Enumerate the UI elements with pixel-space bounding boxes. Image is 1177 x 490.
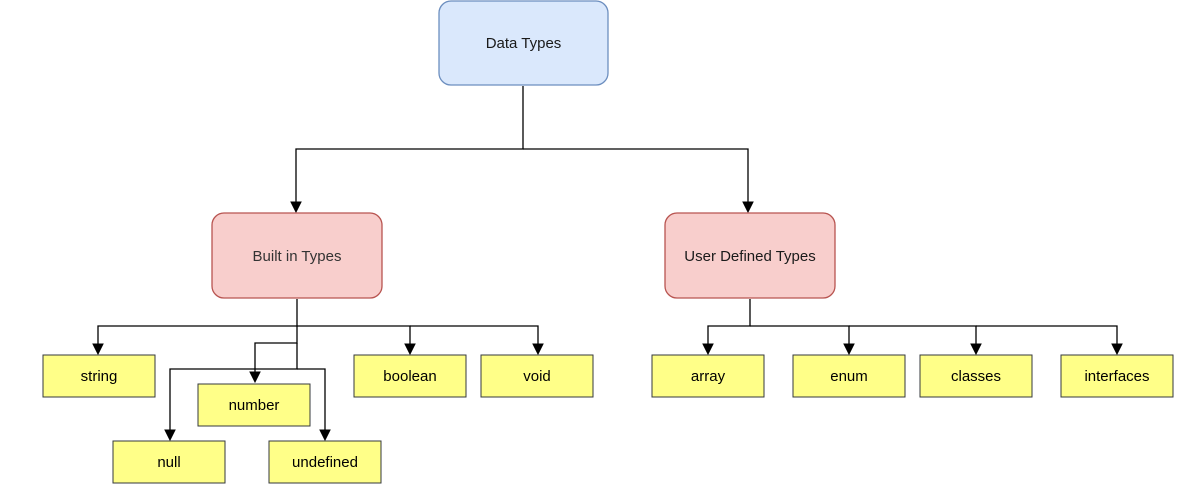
leaf-node-number-box [197, 383, 311, 427]
edge-user-defined-to-interfaces [976, 325, 1118, 344]
leaf-node-undefined-label: undefined [292, 454, 358, 471]
leaf-node-array: array [651, 354, 765, 398]
leaf-node-interfaces-label: interfaces [1084, 368, 1149, 385]
arrowhead-string [92, 343, 104, 356]
arrowhead-array [702, 343, 714, 356]
leaf-node-enum-label: enum [830, 368, 868, 385]
leaf-node-undefined: undefined [268, 440, 382, 484]
category-node-built-in-box [211, 212, 383, 299]
arrowhead-number [249, 371, 261, 384]
leaf-node-array-box [651, 354, 765, 398]
edge-built-in-to-boolean [297, 325, 411, 344]
arrowhead-interfaces [1111, 343, 1123, 356]
arrowhead-null [164, 429, 176, 442]
edge-built-in-to-string [97, 299, 298, 344]
arrowhead-undefined [319, 429, 331, 442]
edges [92, 86, 1123, 442]
arrowhead-void [532, 343, 544, 356]
leaf-node-classes: classes [919, 354, 1033, 398]
leaf-node-null-label: null [157, 454, 180, 471]
category-node-built-in: Built in Types [211, 212, 383, 299]
category-node-user-defined-box [664, 212, 836, 299]
category-node-built-in-label: Built in Types [253, 248, 342, 265]
leaf-node-null-box [112, 440, 226, 484]
edge-user-defined-to-classes [849, 325, 977, 344]
leaf-node-classes-label: classes [951, 368, 1001, 385]
leaf-node-boolean-label: boolean [383, 368, 436, 385]
leaf-node-boolean: boolean [353, 354, 467, 398]
leaf-node-enum-box [792, 354, 906, 398]
arrowhead-classes [970, 343, 982, 356]
leaf-node-null: null [112, 440, 226, 484]
leaf-node-string-label: string [81, 368, 118, 385]
arrowhead-built-in [290, 201, 302, 214]
edge-root-to-built-in [295, 86, 524, 202]
root-node-label: Data Types [486, 35, 562, 52]
leaf-node-string-box [42, 354, 156, 398]
leaf-node-number: number [197, 383, 311, 427]
edge-user-defined-to-enum [750, 325, 850, 344]
leaf-node-interfaces: interfaces [1060, 354, 1174, 398]
leaf-node-classes-box [919, 354, 1033, 398]
leaf-node-undefined-box [268, 440, 382, 484]
leaf-node-void-box [480, 354, 594, 398]
leaf-node-void-label: void [523, 368, 551, 385]
category-node-user-defined: User Defined Types [664, 212, 836, 299]
leaf-node-enum: enum [792, 354, 906, 398]
category-node-user-defined-label: User Defined Types [684, 248, 815, 265]
leaf-node-string: string [42, 354, 156, 398]
leaf-node-number-label: number [229, 397, 280, 414]
edge-built-in-to-number [254, 326, 298, 372]
leaf-node-boolean-box [353, 354, 467, 398]
root-node-box [438, 0, 609, 86]
edge-built-in-to-null [169, 343, 298, 430]
edge-root-to-user-defined [523, 148, 749, 202]
leaf-node-interfaces-box [1060, 354, 1174, 398]
arrowhead-user-defined [742, 201, 754, 214]
root-node: Data Types [438, 0, 609, 86]
arrowhead-enum [843, 343, 855, 356]
arrowhead-boolean [404, 343, 416, 356]
leaf-node-array-label: array [691, 368, 726, 385]
leaf-node-void: void [480, 354, 594, 398]
edge-built-in-to-undefined [297, 368, 326, 430]
edge-built-in-to-void [410, 325, 539, 344]
edge-user-defined-to-array [707, 299, 751, 344]
